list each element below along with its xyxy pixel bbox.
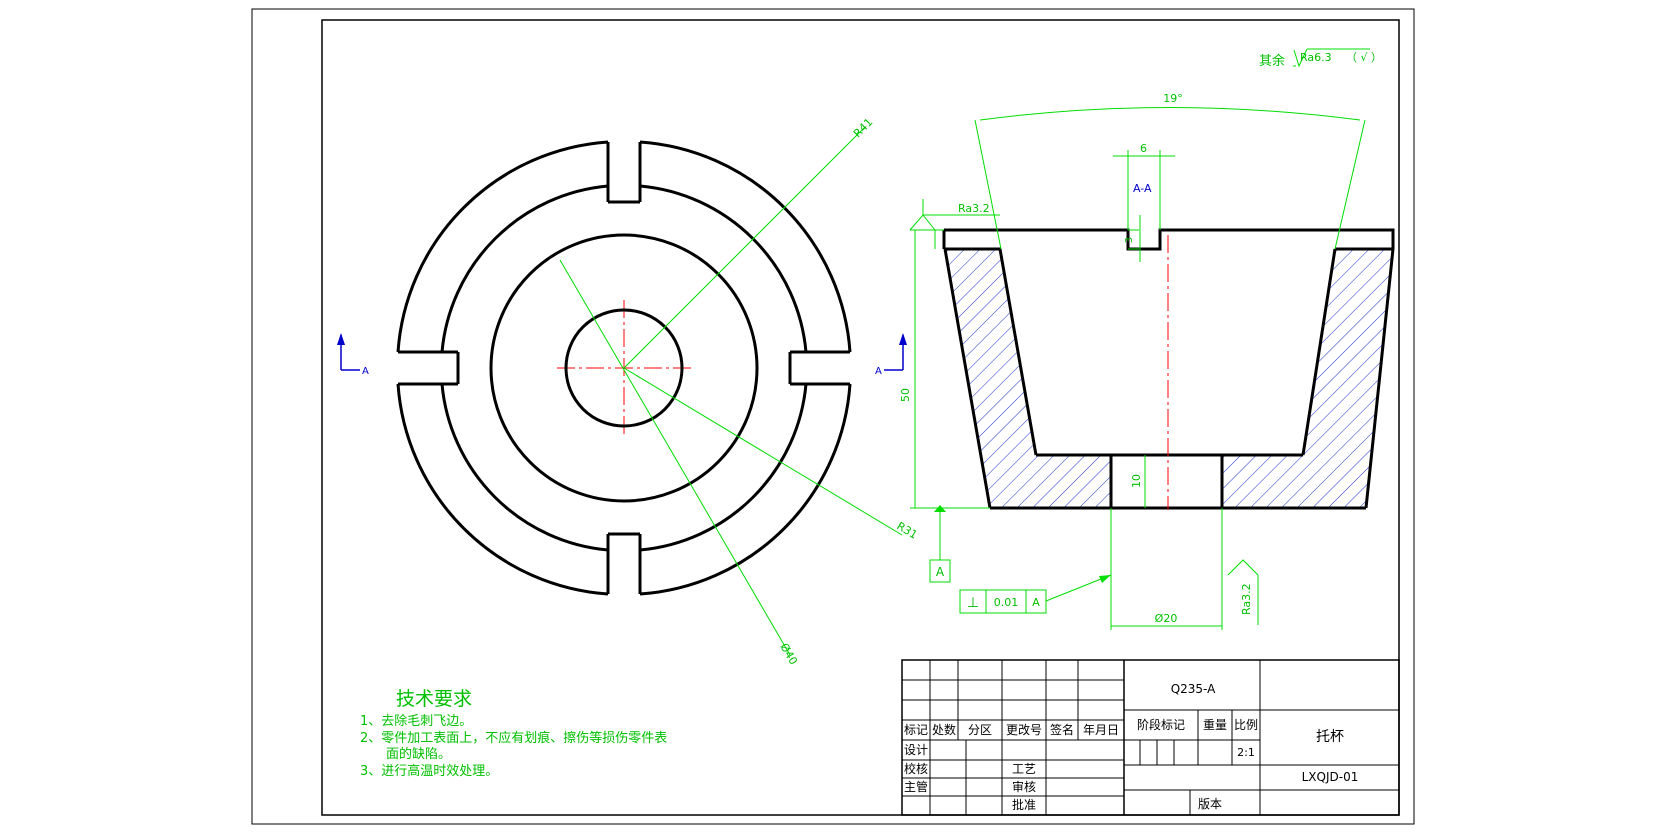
svg-text:其余: 其余 xyxy=(1259,53,1285,69)
hdr-mark: 标记 xyxy=(904,723,928,737)
outer-arc-q3 xyxy=(398,384,608,594)
r31-leader xyxy=(624,368,902,535)
svg-text:（ √ ）: （ √ ） xyxy=(1346,51,1382,64)
svg-text:A: A xyxy=(875,366,882,377)
hdr-sign: 签名 xyxy=(1050,722,1074,737)
hdr-date: 年月日 xyxy=(1083,723,1119,737)
part-name: 托杯 xyxy=(1316,729,1344,745)
notes-title: 技术要求 xyxy=(396,688,472,710)
outer-arc-q4 xyxy=(398,142,608,352)
roughness-rest: 其余 Ra6.3 （ √ ） xyxy=(1259,49,1382,69)
title-block-text: Q235-A 托杯 LXQJD-01 2:1 标记 处数 分区 更改号 签名 年… xyxy=(904,682,1358,812)
check-label: 校核 xyxy=(904,761,928,776)
outer-arc-q2 xyxy=(640,384,850,594)
section-marker-right: A xyxy=(875,333,907,377)
angle-label: 19° xyxy=(1163,92,1183,105)
stage-mark: 阶段标记 xyxy=(1137,717,1185,732)
top-view: R41 R31 Ø40 A A xyxy=(337,116,920,667)
notes-line-3: 面的缺陷。 xyxy=(386,746,451,762)
design-label: 设计 xyxy=(904,743,928,757)
hole-dia-label: Ø20 xyxy=(1155,612,1178,625)
notes-line-4: 3、进行高温时效处理。 xyxy=(360,763,498,779)
process-label: 工艺 xyxy=(1012,762,1036,776)
scale-value: 2:1 xyxy=(1237,746,1255,759)
manager-label: 主管 xyxy=(904,779,928,794)
section-label: A-A xyxy=(1133,182,1152,195)
r41-leader xyxy=(624,127,865,368)
svg-text:Ra3.2: Ra3.2 xyxy=(1240,583,1253,615)
technical-notes: 技术要求 1、去除毛刺飞边。 2、零件加工表面上，不应有划痕、擦伤等损伤零件表 … xyxy=(360,688,667,779)
weight-label: 重量 xyxy=(1203,718,1227,732)
datum-a: A xyxy=(930,505,950,582)
roughness-top: Ra3.2 xyxy=(910,199,1000,249)
notes-line-2: 2、零件加工表面上，不应有划痕、擦伤等损伤零件表 xyxy=(360,730,667,746)
d40-label: Ø40 xyxy=(777,641,800,667)
notes-line-1: 1、去除毛刺飞边。 xyxy=(360,714,472,729)
height-label: 50 xyxy=(899,388,912,402)
hdr-count: 处数 xyxy=(932,722,956,737)
slot-depth-label: 3 xyxy=(1124,237,1135,243)
hatch-left xyxy=(945,249,1111,508)
svg-text:A: A xyxy=(1032,596,1040,609)
drawing-number: LXQJD-01 xyxy=(1302,770,1359,784)
svg-text:A: A xyxy=(362,366,369,377)
svg-text:A: A xyxy=(936,565,945,579)
hole-height-label: 10 xyxy=(1130,474,1143,488)
section-marker-left: A xyxy=(337,333,369,377)
svg-text:Ra6.3: Ra6.3 xyxy=(1300,51,1332,64)
angle-arc xyxy=(980,108,1360,121)
svg-text:⊥: ⊥ xyxy=(967,595,979,611)
svg-text:Ra3.2: Ra3.2 xyxy=(958,202,990,215)
version-label: 版本 xyxy=(1198,797,1222,811)
tolerance-frame: ⊥ 0.01 A xyxy=(960,575,1111,613)
d40-leader xyxy=(560,260,790,655)
hdr-zone: 分区 xyxy=(968,723,992,737)
hdr-change: 更改号 xyxy=(1006,723,1042,737)
roughness-side: Ra3.2 xyxy=(1228,560,1258,625)
r41-label: R41 xyxy=(851,116,875,140)
hatch-right xyxy=(1222,249,1393,508)
approve-label: 批准 xyxy=(1012,797,1036,812)
review-label: 审核 xyxy=(1012,779,1036,794)
svg-text:0.01: 0.01 xyxy=(994,596,1019,609)
r31-label: R31 xyxy=(894,519,919,541)
material: Q235-A xyxy=(1171,682,1216,696)
section-view: 19° 6 A-A 3 50 10 Ø20 Ra3.2 xyxy=(899,49,1393,630)
scale-label: 比例 xyxy=(1234,718,1258,732)
slot-width-label: 6 xyxy=(1140,142,1147,155)
